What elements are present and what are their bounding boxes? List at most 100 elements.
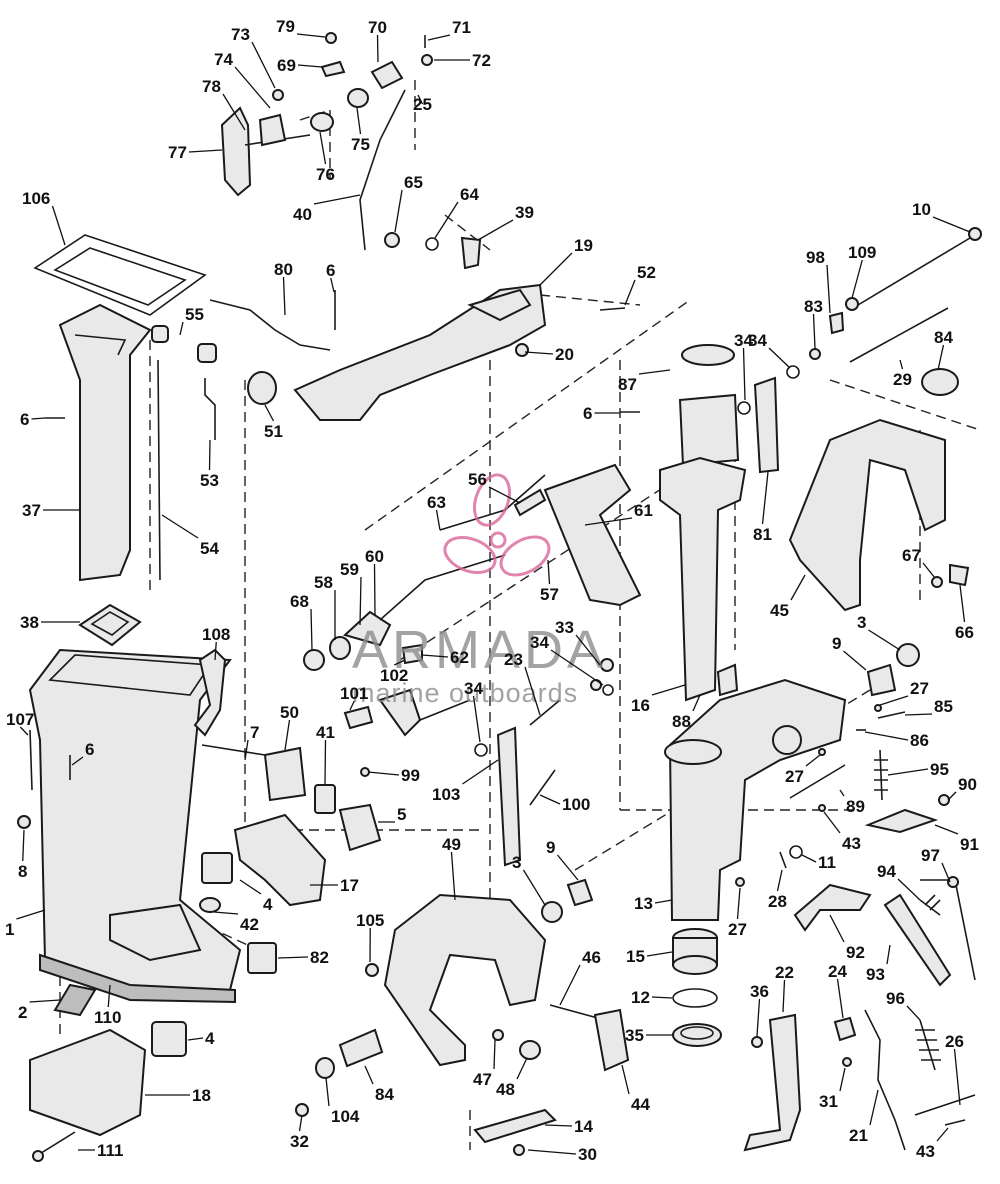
callout-4: 4 bbox=[263, 895, 273, 914]
callout-85: 85 bbox=[934, 697, 953, 716]
callout-90: 90 bbox=[958, 775, 977, 794]
callout-leader-43 bbox=[824, 812, 840, 833]
callout-6: 6 bbox=[583, 404, 592, 423]
callout-70: 70 bbox=[368, 18, 387, 37]
callout-leader-100 bbox=[540, 795, 560, 804]
callout-42: 42 bbox=[240, 915, 259, 934]
callout-96: 96 bbox=[886, 989, 905, 1008]
callout-leader-90 bbox=[948, 792, 956, 800]
callout-49: 49 bbox=[442, 835, 461, 854]
callout-16: 16 bbox=[631, 696, 650, 715]
callout-32: 32 bbox=[290, 1132, 309, 1151]
callout-4: 4 bbox=[205, 1029, 215, 1048]
callout-leader-40 bbox=[314, 195, 360, 204]
callout-74: 74 bbox=[214, 50, 233, 69]
callout-6: 6 bbox=[326, 261, 335, 280]
callout-leader-47 bbox=[494, 1040, 495, 1069]
callout-57: 57 bbox=[540, 585, 559, 604]
callout-leader-109 bbox=[852, 260, 862, 298]
callout-leader-86 bbox=[865, 732, 908, 740]
callout-leader-9 bbox=[844, 651, 867, 670]
callout-leader-49 bbox=[452, 852, 456, 900]
callout-34: 34 bbox=[734, 331, 753, 350]
callout-34: 34 bbox=[464, 679, 483, 698]
callout-leader-12 bbox=[652, 997, 672, 998]
callout-leader-104 bbox=[326, 1078, 329, 1106]
callout-leader-84 bbox=[938, 345, 944, 370]
callout-9: 9 bbox=[832, 634, 841, 653]
callout-98: 98 bbox=[806, 248, 825, 267]
callout-11: 11 bbox=[818, 853, 836, 872]
callout-1: 1 bbox=[5, 920, 14, 939]
callout-leader-103 bbox=[463, 760, 499, 784]
part-37-exhaust-tube bbox=[60, 305, 150, 580]
callout-99: 99 bbox=[401, 766, 420, 785]
callout-leader-63 bbox=[437, 510, 441, 530]
part-13-swivel-bracket bbox=[670, 680, 845, 920]
callout-17: 17 bbox=[340, 876, 359, 895]
callout-10: 10 bbox=[912, 200, 931, 219]
callout-leader-99 bbox=[368, 772, 399, 775]
callout-58: 58 bbox=[314, 573, 333, 592]
callout-18: 18 bbox=[192, 1086, 211, 1105]
callout-51: 51 bbox=[264, 422, 283, 441]
callout-6: 6 bbox=[20, 410, 29, 429]
callout-27: 27 bbox=[728, 920, 747, 939]
callout-73: 73 bbox=[231, 25, 250, 44]
callout-5: 5 bbox=[397, 805, 406, 824]
part-45-stern-bracket bbox=[790, 420, 945, 610]
callout-101: 101 bbox=[340, 684, 368, 703]
callout-leader-34 bbox=[744, 348, 746, 400]
callout-leader-66 bbox=[960, 585, 965, 622]
callout-48: 48 bbox=[496, 1080, 515, 1099]
callout-leader-13 bbox=[655, 900, 672, 903]
callout-leader-65 bbox=[395, 190, 402, 232]
callout-29: 29 bbox=[893, 370, 912, 389]
propeller-logo-icon bbox=[440, 470, 555, 583]
callout-110: 110 bbox=[94, 1008, 121, 1027]
callout-62: 62 bbox=[450, 648, 469, 667]
callout-leader-34 bbox=[769, 348, 790, 368]
callout-106: 106 bbox=[22, 189, 50, 208]
callout-leader-10 bbox=[933, 217, 970, 232]
callout-leader-48 bbox=[517, 1058, 527, 1079]
callout-54: 54 bbox=[200, 539, 219, 558]
callout-leader-56 bbox=[489, 487, 520, 503]
callout-leader-32 bbox=[300, 1115, 303, 1131]
callout-leader-93 bbox=[887, 945, 890, 964]
callout-76: 76 bbox=[316, 165, 335, 184]
callout-leader-44 bbox=[622, 1065, 629, 1094]
callout-leader-39 bbox=[478, 220, 513, 240]
callout-40: 40 bbox=[293, 205, 312, 224]
callout-leader-16 bbox=[652, 685, 685, 695]
callout-leader-3 bbox=[869, 630, 901, 650]
callout-leader-2 bbox=[30, 1000, 61, 1002]
callout-leader-83 bbox=[814, 314, 816, 348]
callout-14: 14 bbox=[574, 1117, 593, 1136]
callout-20: 20 bbox=[555, 345, 574, 364]
callout-75: 75 bbox=[351, 135, 370, 154]
callout-92: 92 bbox=[846, 943, 865, 962]
callout-3: 3 bbox=[857, 613, 866, 632]
callout-leader-45 bbox=[791, 575, 805, 600]
callout-79: 79 bbox=[276, 17, 295, 36]
callout-102: 102 bbox=[380, 666, 408, 685]
callout-63: 63 bbox=[427, 493, 446, 512]
callout-leader-85 bbox=[905, 714, 932, 715]
callout-3: 3 bbox=[512, 853, 521, 872]
callout-2: 2 bbox=[18, 1003, 27, 1022]
callout-leader-76 bbox=[320, 132, 326, 164]
callout-46: 46 bbox=[582, 948, 601, 967]
callout-66: 66 bbox=[955, 623, 974, 642]
callout-65: 65 bbox=[404, 173, 423, 192]
callout-leader-41 bbox=[325, 740, 326, 785]
callout-50: 50 bbox=[280, 703, 299, 722]
callout-leader-67 bbox=[923, 563, 935, 578]
callout-89: 89 bbox=[846, 797, 865, 816]
callout-22: 22 bbox=[775, 963, 794, 982]
callout-71: 71 bbox=[452, 18, 471, 37]
part-2-anode bbox=[55, 985, 95, 1015]
callout-34: 34 bbox=[530, 633, 549, 652]
callout-leader-8 bbox=[23, 830, 24, 861]
callout-leader-69 bbox=[298, 65, 322, 67]
